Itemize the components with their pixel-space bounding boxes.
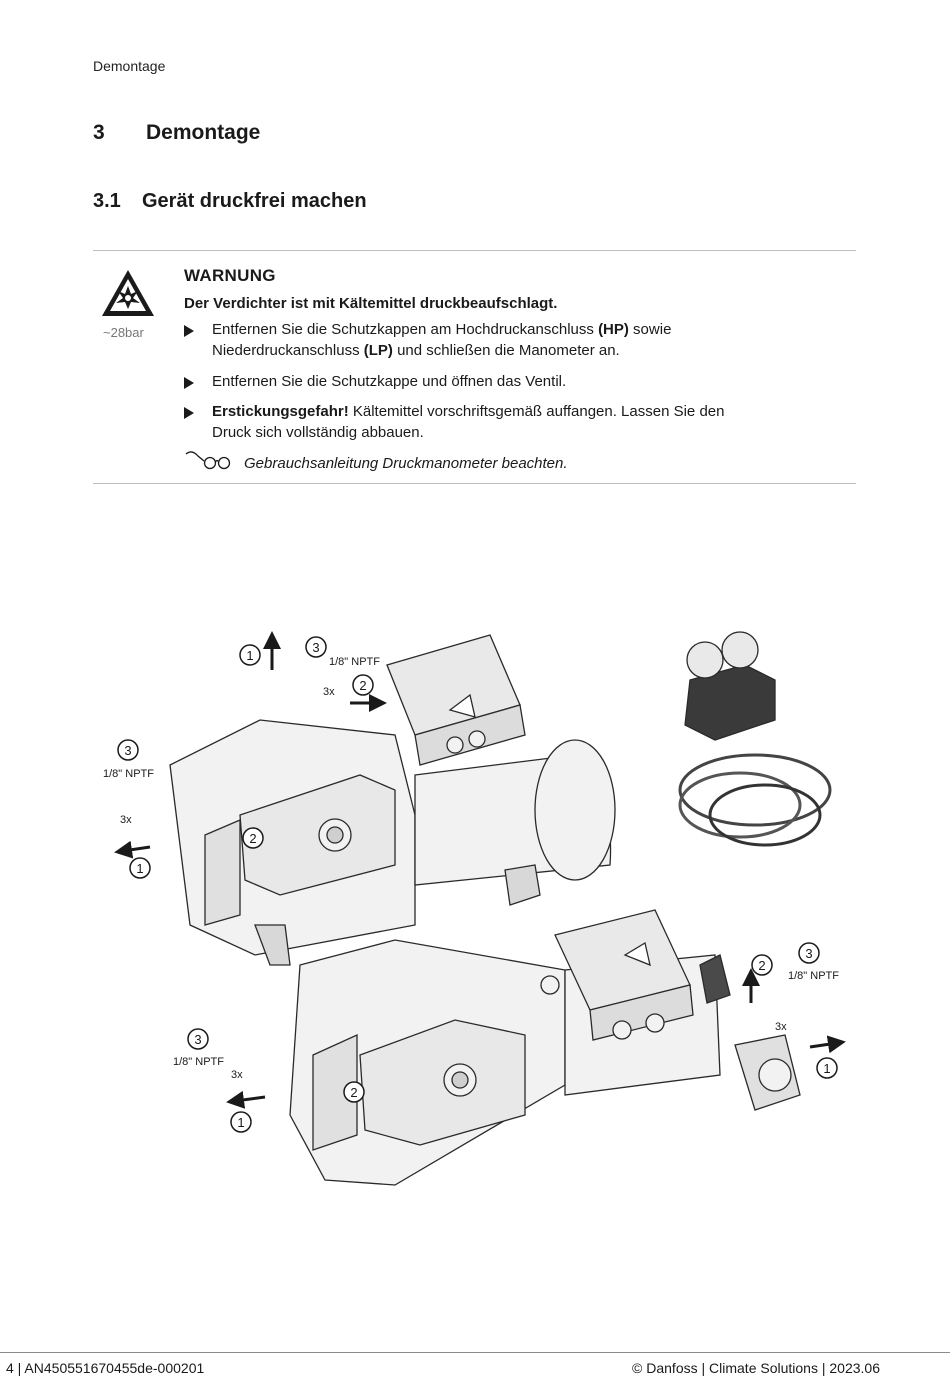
callout-1: 1 (136, 861, 143, 876)
thread-label: 1/8" NPTF (329, 656, 380, 668)
repeat-label: 3x (231, 1069, 243, 1081)
callout-1: 1 (823, 1061, 830, 1076)
repeat-label: 3x (120, 814, 132, 826)
callout-3: 3 (124, 743, 131, 758)
warning-subtitle: Der Verdichter ist mit Kältemittel druck… (184, 295, 558, 312)
glasses-icon (185, 451, 231, 470)
explosion-warning-icon (102, 270, 154, 316)
step-text: Entfernen Sie die Schutzkappen am Hochdr… (212, 321, 599, 338)
callout-1: 1 (237, 1115, 244, 1130)
callout-2: 2 (359, 678, 366, 693)
footer-document-id: 4 | AN450551670455de-000201 (6, 1360, 205, 1376)
manometer-set (678, 631, 832, 847)
subsection-heading: 3.1 Gerät druckfrei machen (93, 190, 367, 213)
warning-bottom-rule (93, 483, 856, 484)
callout-2: 2 (758, 958, 765, 973)
bullet-arrow-icon (184, 377, 194, 389)
thread-label: 1/8" NPTF (173, 1056, 224, 1068)
bullet-arrow-icon (184, 407, 194, 419)
warning-top-rule (93, 250, 856, 251)
callout-2: 2 (249, 831, 256, 846)
warning-title: WARNUNG (184, 266, 276, 285)
running-header: Demontage (93, 58, 166, 74)
pressure-label: ~28bar (103, 325, 144, 340)
callouts-lower: 3 1/8" NPTF 3x 1 2 2 3 1/8" NPTF 3x 1 (173, 942, 846, 1133)
warning-step: Erstickungsgefahr! Kältemittel vorschrif… (184, 401, 744, 443)
warning-step: Entfernen Sie die Schutzkappe und öffnen… (184, 371, 744, 392)
step-text: Entfernen Sie die Schutzkappe und öffnen… (212, 373, 567, 390)
callout-2: 2 (350, 1085, 357, 1100)
lower-compressor (289, 909, 801, 1186)
thread-label: 1/8" NPTF (788, 970, 839, 982)
step-bold: Erstickungsgefahr! (212, 403, 349, 420)
section-title: Demontage (146, 121, 261, 144)
step-text: sowie Niederdruckanschluss (212, 321, 672, 359)
thread-label: 1/8" NPTF (103, 768, 154, 780)
section-number: 3 (93, 121, 105, 144)
callouts-upper: 1 3 1/8" NPTF 3x 2 3 1/8" NPTF 3x 1 2 (103, 631, 387, 879)
repeat-label: 3x (323, 686, 335, 698)
footer-copyright: © Danfoss | Climate Solutions | 2023.06 (632, 1360, 880, 1376)
subsection-title: Gerät druckfrei machen (142, 190, 367, 212)
bullet-arrow-icon (184, 325, 194, 337)
callout-3: 3 (312, 640, 319, 655)
step-text: Kältemittel vorschriftsgemäß auffangen. … (212, 403, 725, 441)
warning-step: Entfernen Sie die Schutzkappen am Hochdr… (184, 319, 744, 361)
compressor-illustration: 1 3 1/8" NPTF 3x 2 3 1/8" NPTF 3x 1 2 3 … (103, 631, 846, 1186)
upper-compressor (169, 634, 616, 966)
callout-1: 1 (246, 648, 253, 663)
section-heading: 3 Demontage (93, 121, 260, 145)
callout-3: 3 (805, 946, 812, 961)
footer-rule (0, 1352, 950, 1353)
repeat-label: 3x (775, 1021, 787, 1033)
step-bold: (LP) (363, 342, 393, 359)
step-text: und schließen die Manometer an. (392, 342, 620, 359)
step-bold: (HP) (598, 321, 629, 338)
warning-note: Gebrauchsanleitung Druckmanometer beacht… (244, 455, 568, 472)
subsection-number: 3.1 (93, 190, 121, 212)
callout-3: 3 (194, 1032, 201, 1047)
